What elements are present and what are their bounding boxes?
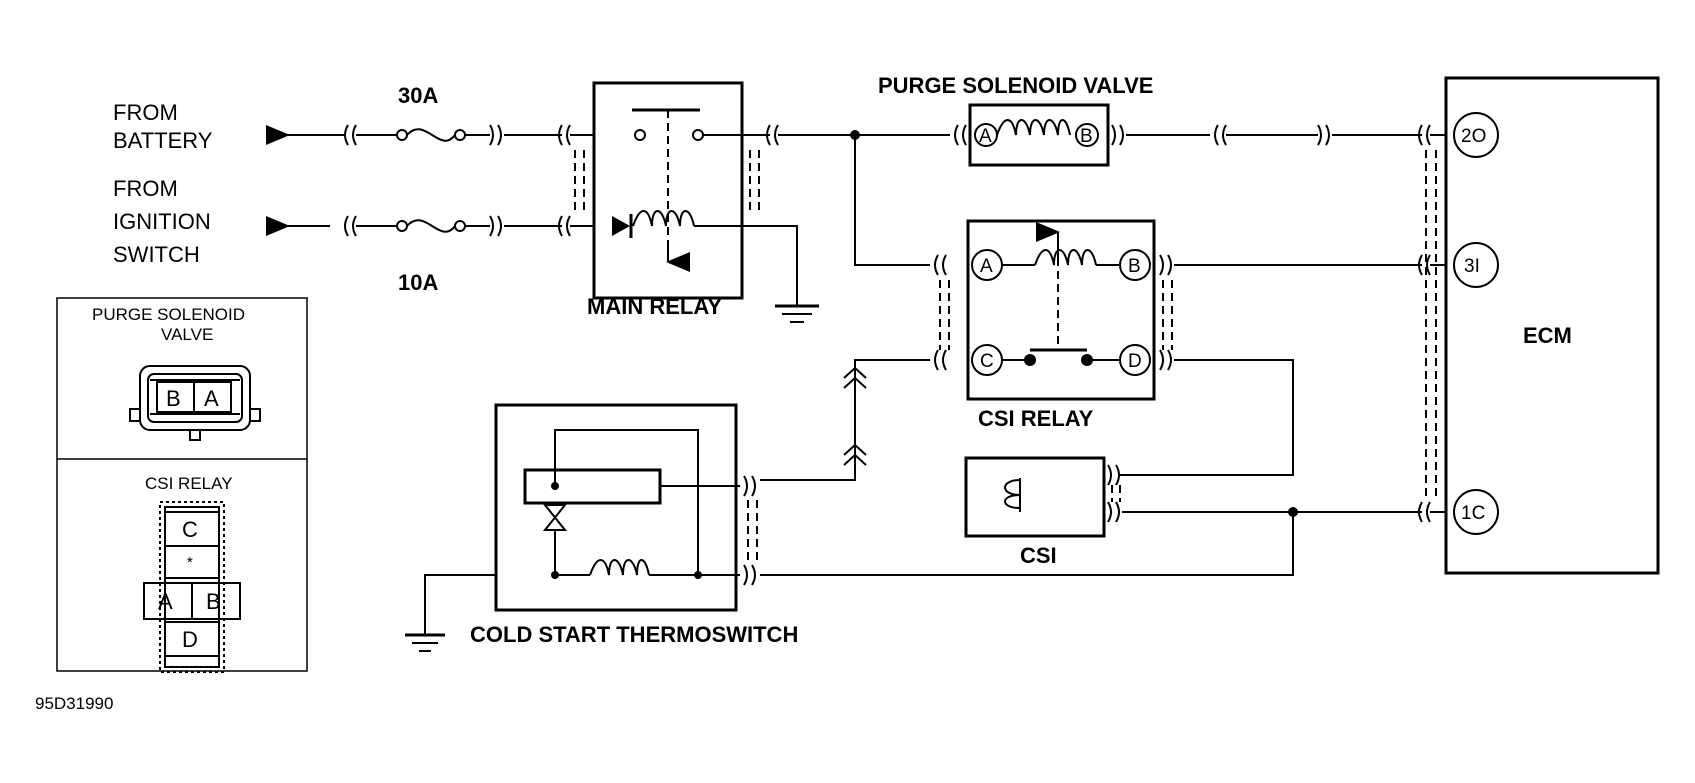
ecm-label: ECM [1523,323,1572,348]
fuse-10a-label: 10A [398,270,438,295]
purge-valve-label: PURGE SOLENOID VALVE [878,73,1153,98]
battery-source-label: FROM BATTERY [113,100,213,153]
main-relay-coil-icon [632,210,695,227]
purge-solenoid-valve: A B [954,103,1124,167]
ground-thermoswitch-icon [405,633,445,652]
fuse-10a-icon [406,219,456,233]
csi [964,456,1121,538]
thermoswitch-coil-icon [589,559,650,576]
thermoswitch-label: COLD START THERMOSWITCH [470,622,798,647]
svg-text:FROM: FROM [113,176,178,201]
ground-main-relay-icon [775,304,819,323]
ecm-connector-mark [1425,150,1437,500]
figure-id: 95D31990 [35,694,113,713]
csi-label: CSI [1020,543,1057,568]
battery-wire [266,124,632,146]
svg-text:A: A [979,126,992,147]
main-relay-connector-mark [574,150,585,215]
svg-text:C: C [980,351,994,372]
purge-valve-coil-icon [996,119,1071,136]
csi-connector-pin-a: A [158,589,173,614]
svg-text:D: D [1128,351,1142,372]
csi-relay-coil-icon [1034,249,1097,266]
svg-text:B: B [1080,126,1093,147]
main-relay [592,81,744,300]
ignition-wire [266,215,612,237]
csi-relay: A B C D [934,219,1173,401]
svg-text:SWITCH: SWITCH [113,242,200,267]
csi-connector-pin-b: B [206,589,221,614]
purge-valve-connector-view: PURGE SOLENOID VALVE B A [92,305,261,441]
ecm-pin-2o: 2O [1461,126,1486,147]
main-relay-label: MAIN RELAY [587,294,722,319]
fuse-30a-icon [406,128,456,142]
svg-text:VALVE: VALVE [161,325,213,344]
csi-connector-pin-d: D [182,627,198,652]
thermoswitch-contact-icon [542,504,568,531]
svg-text:*: * [187,554,193,571]
csi-relay-label: CSI RELAY [978,406,1094,431]
csi-connector-pin-c: C [182,517,198,542]
svg-text:A: A [980,256,993,277]
svg-text:B: B [1128,256,1141,277]
purge-connector-pin-b: B [166,386,181,411]
fuse-30a-label: 30A [398,83,438,108]
ignition-source-label: FROM IGNITION SWITCH [113,176,211,267]
svg-text:CSI RELAY: CSI RELAY [145,474,233,493]
ecm-pin-1c: 1C [1461,503,1485,524]
svg-text:FROM: FROM [113,100,178,125]
diode-icon [612,216,630,236]
cold-start-thermoswitch [494,403,758,612]
ecm: 2O 3I 1C [1444,76,1660,575]
ecm-pin-3i: 3I [1464,256,1480,277]
svg-text:BATTERY: BATTERY [113,128,213,153]
fuse-30a-terminal-left-icon [396,129,408,141]
svg-text:PURGE SOLENOID: PURGE SOLENOID [92,305,245,324]
purge-connector-pin-a: A [204,386,219,411]
csi-relay-connector-view: CSI RELAY C * A B D [143,474,241,673]
svg-text:IGNITION: IGNITION [113,209,211,234]
